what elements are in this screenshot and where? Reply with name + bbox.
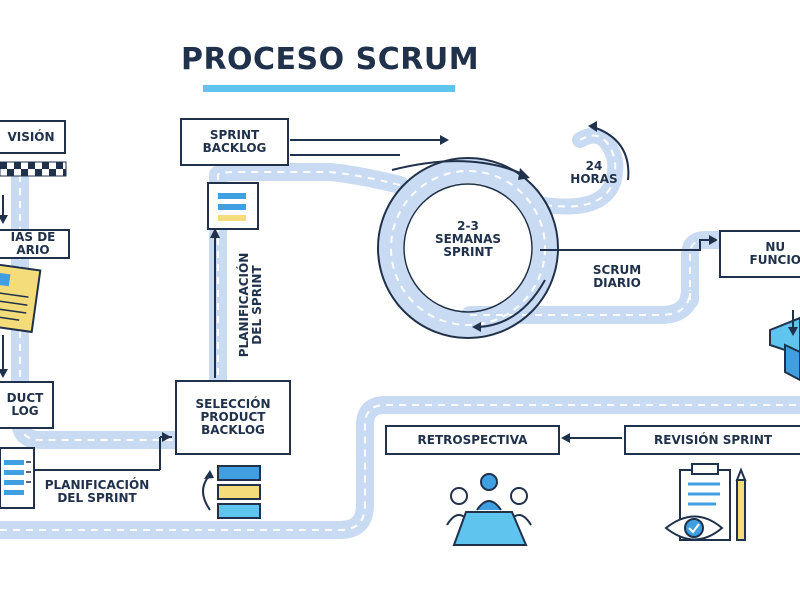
user-stories-label: IAS DE ARIO — [10, 230, 56, 257]
user-stories-box: IAS DE ARIO — [0, 229, 70, 259]
finish-flag-icon — [0, 161, 67, 177]
loop-arrow — [477, 279, 546, 328]
stacked-items-icon — [202, 465, 261, 519]
product-backlog-label: DUCT LOG — [6, 391, 44, 418]
sprint-duration-label: 2-3 SEMANAS SPRINT — [434, 219, 502, 259]
sprint-review-label: REVISIÓN SPRINT — [654, 432, 773, 447]
product-box-icon — [769, 310, 800, 382]
connector — [540, 239, 712, 251]
loop-arrow — [391, 160, 526, 176]
vision-label: VISIÓN — [7, 129, 55, 144]
arrowheads — [0, 121, 718, 443]
connectors — [0, 126, 712, 471]
sprint-planning-vertical-label: PLANIFICACIÓN DEL SPRINT — [237, 252, 264, 358]
clipboard-icon — [0, 447, 35, 509]
product-backlog-box: DUCT LOG — [0, 381, 54, 429]
user-story-notes-icon — [0, 263, 42, 334]
sprint-review-box: REVISIÓN SPRINT — [624, 425, 800, 455]
retrospective-label: RETROSPECTIVA — [417, 432, 528, 447]
team-meeting-icon — [446, 473, 532, 546]
daily-scrum-label: SCRUM DIARIO — [592, 263, 642, 290]
selection-label: SELECCIÓN PRODUCT BACKLOG — [195, 397, 271, 437]
selection-product-backlog-box: SELECCIÓN PRODUCT BACKLOG — [175, 380, 291, 455]
title-underline — [203, 85, 455, 92]
sprint-backlog-label: SPRINT BACKLOG — [202, 128, 267, 155]
vision-box: VISIÓN — [0, 120, 66, 154]
new-functionality-box: NU FUNCIO — [719, 230, 800, 278]
sprint-backlog-document-icon — [207, 182, 259, 230]
daily-hours-label: 24 HORAS — [570, 159, 618, 186]
new-functionality-label: NU FUNCIO — [749, 240, 800, 267]
retrospective-box: RETROSPECTIVA — [385, 425, 560, 455]
small-loop-arrow — [592, 126, 630, 181]
sprint-planning-bottom-label: PLANIFICACIÓN DEL SPRINT — [44, 478, 150, 505]
sprint-backlog-box: SPRINT BACKLOG — [180, 118, 289, 166]
review-clipboard-eye-icon — [664, 463, 747, 541]
page-title: PROCESO SCRUM — [180, 42, 480, 77]
